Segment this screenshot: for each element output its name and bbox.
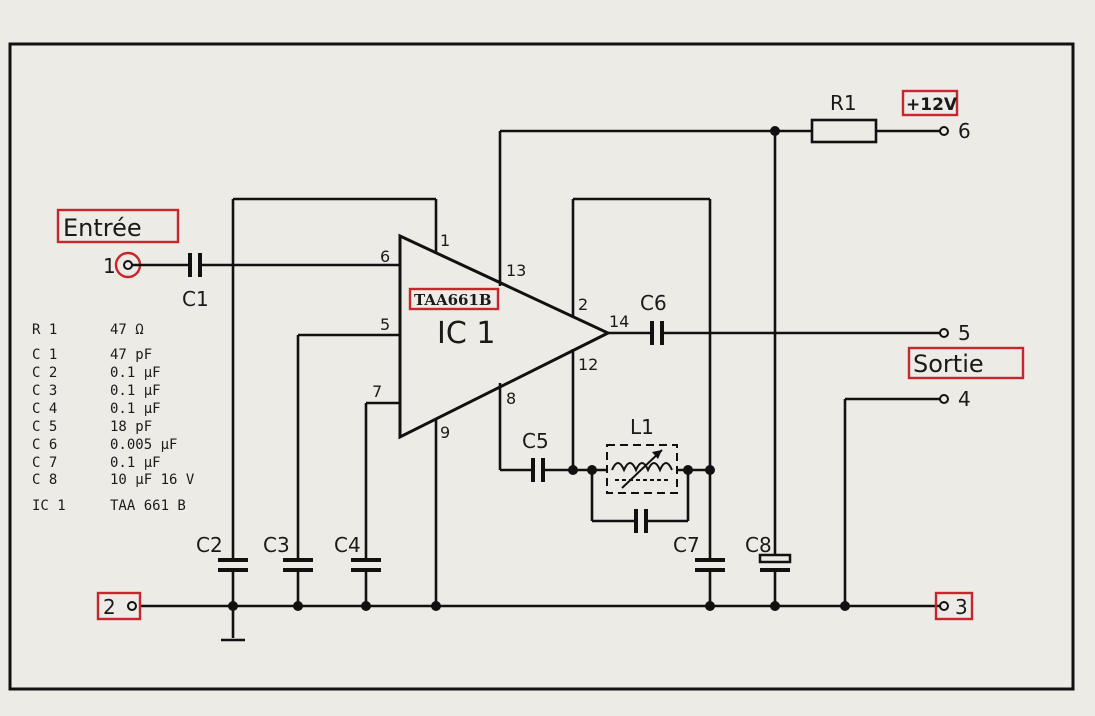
pin-12-label: 12 [578, 355, 598, 374]
part-value: 18 pF [110, 419, 152, 435]
output-label: Sortie [913, 350, 984, 378]
part-ref: C 7 [32, 455, 57, 471]
terminal-2-label: 2 [103, 595, 116, 619]
c8-plate-positive [758, 553, 792, 564]
ic-part-tag: TAA661B [414, 291, 492, 309]
pin-7-label: 7 [372, 382, 382, 401]
junction-terminal4-ground [840, 601, 850, 611]
parts-list: R 1 47 Ω C 1 47 pF C 2 0.1 µF C 3 0.1 µF… [32, 322, 195, 514]
terminal-5-label: 5 [958, 321, 971, 345]
ic1-amplifier-symbol [398, 233, 612, 440]
part-ref: C 3 [32, 383, 57, 399]
c8-label: C8 [745, 533, 772, 557]
l1-label: L1 [630, 415, 654, 439]
pin-5-label: 5 [380, 315, 390, 334]
part-ref: C 8 [32, 472, 57, 488]
part-value: TAA 661 B [110, 498, 186, 514]
l1-coil [611, 462, 673, 473]
junction-pin9-ground [431, 601, 441, 611]
part-ref: C 2 [32, 365, 57, 381]
part-value: 0.005 µF [110, 437, 177, 453]
terminal-2 [127, 601, 137, 611]
terminal-6 [939, 126, 949, 136]
terminal-3-label: 3 [955, 595, 968, 619]
terminal-5 [939, 328, 949, 338]
c1-label: C1 [182, 287, 209, 311]
part-value: 47 pF [110, 347, 152, 363]
input-label-box [56, 208, 180, 244]
c3-label: C3 [263, 533, 290, 557]
pin-6-label: 6 [380, 247, 390, 266]
terminal-3 [939, 601, 949, 611]
part-ref: C 5 [32, 419, 57, 435]
part-value: 0.1 µF [110, 455, 161, 471]
diagram-frame [8, 42, 1075, 691]
pin-2-label: 2 [578, 295, 588, 314]
c2-label: C2 [196, 533, 223, 557]
part-value: 0.1 µF [110, 401, 161, 417]
supply-label-box [901, 89, 959, 117]
terminal-1-label: 1 [103, 254, 116, 278]
c6-label: C6 [640, 291, 667, 315]
l1-arrow-head [652, 450, 662, 459]
junction-tank-c7 [705, 465, 715, 475]
part-value: 10 µF 16 V [110, 472, 195, 488]
terminal-6-label: 6 [958, 119, 971, 143]
part-ref: C 6 [32, 437, 57, 453]
ic1-label: IC 1 [437, 316, 495, 351]
junction-c5-pin12 [568, 465, 578, 475]
junction-c7-ground [705, 601, 715, 611]
part-value: 47 Ω [110, 322, 144, 338]
pin-9-label: 9 [440, 423, 450, 442]
pin-8-label: 8 [506, 389, 516, 408]
pin-1-label: 1 [440, 231, 450, 250]
l1-tuning-arrow [621, 449, 663, 489]
r1-label: R1 [830, 91, 857, 115]
terminal-3-box [934, 591, 974, 621]
part-value: 0.1 µF [110, 383, 161, 399]
c7-label: C7 [673, 533, 700, 557]
supply-label: +12V [906, 95, 958, 115]
part-value: 0.1 µF [110, 365, 161, 381]
c5-label: C5 [522, 429, 549, 453]
part-ref: R 1 [32, 322, 57, 338]
pin-14-label: 14 [609, 312, 629, 331]
junction-c3-ground [293, 601, 303, 611]
input-label: Entrée [63, 214, 142, 242]
junction-c4-ground [361, 601, 371, 611]
junction-c2-ground [228, 601, 238, 611]
output-label-box [907, 346, 1025, 380]
junction-tank-left [587, 465, 597, 475]
terminal-4-label: 4 [958, 387, 971, 411]
part-ref: IC 1 [32, 498, 66, 514]
c4-label: C4 [334, 533, 361, 557]
part-ref: C 1 [32, 347, 57, 363]
ic-part-tag-box [408, 287, 500, 311]
junction-c8-ground [770, 601, 780, 611]
pin-13-label: 13 [506, 261, 526, 280]
part-ref: C 4 [32, 401, 57, 417]
terminal-2-box [96, 591, 142, 621]
